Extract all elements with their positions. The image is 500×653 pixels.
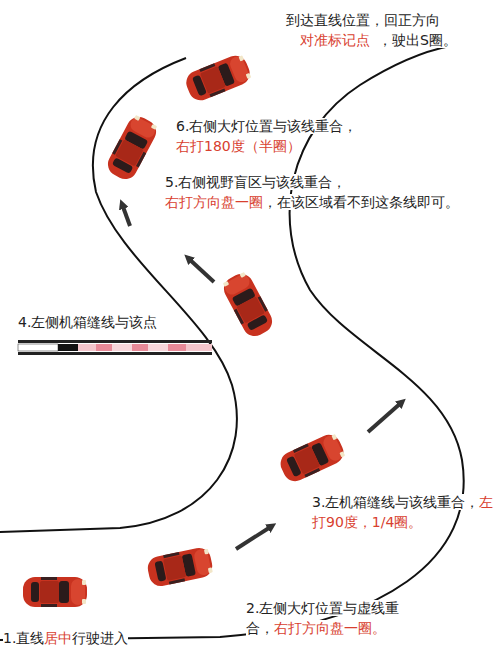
highlight-text: 居中 (44, 630, 72, 646)
step-text: 行驶进入 (72, 630, 128, 646)
car (277, 431, 348, 485)
highlight-text: 右打方向盘一圈。 (274, 620, 386, 636)
highlight-text: 右打180度（半圈） (176, 138, 301, 154)
road-outer-line (0, 46, 464, 640)
highlight-text: 对准标记点 (286, 32, 378, 48)
direction-arrow (122, 204, 130, 226)
instruction-text: 3.左机箱缝线与该线重合，左打90度，1/4圈。 (312, 492, 497, 532)
car (23, 577, 87, 607)
direction-arrow (236, 526, 272, 549)
car (104, 113, 161, 184)
instruction-text: 1.直线居中行驶进入 (3, 628, 203, 648)
marker-strip (18, 340, 212, 355)
car (146, 546, 215, 589)
car (220, 270, 277, 341)
instruction-text: 4.左侧机箱缝线与该点 (18, 312, 218, 332)
step-text: 5.右侧视野盲区与该线重合， (165, 174, 346, 190)
step-text: 4.左侧机箱缝线与该点 (18, 314, 157, 330)
step-text: 到达直线位置，回正方向 (286, 12, 440, 28)
step-text: 6.右侧大灯位置与该线重合， (176, 118, 357, 134)
highlight-text: 右打方向盘一圈 (165, 194, 263, 210)
step-text: ，在该区域看不到这条线即可。 (263, 194, 459, 210)
direction-arrow (368, 402, 402, 432)
step-text: ，驶出S圈。 (378, 32, 457, 48)
direction-arrow (188, 258, 214, 282)
instruction-text: 2.左侧大灯位置与虚线重合，右打方向盘一圈。 (246, 598, 411, 638)
car (183, 52, 254, 104)
instruction-text: 5.右侧视野盲区与该线重合， 右打方向盘一圈，在该区域看不到这条线即可。 (165, 172, 493, 212)
step-text: 3.左机箱缝线与该线重合， (312, 494, 479, 510)
instruction-text: 到达直线位置，回正方向对准标记点，驶出S圈。 (286, 10, 491, 50)
instruction-text: 6.右侧大灯位置与该线重合， 右打180度（半圈） (176, 116, 386, 156)
step-text: 1.直线 (3, 630, 44, 646)
